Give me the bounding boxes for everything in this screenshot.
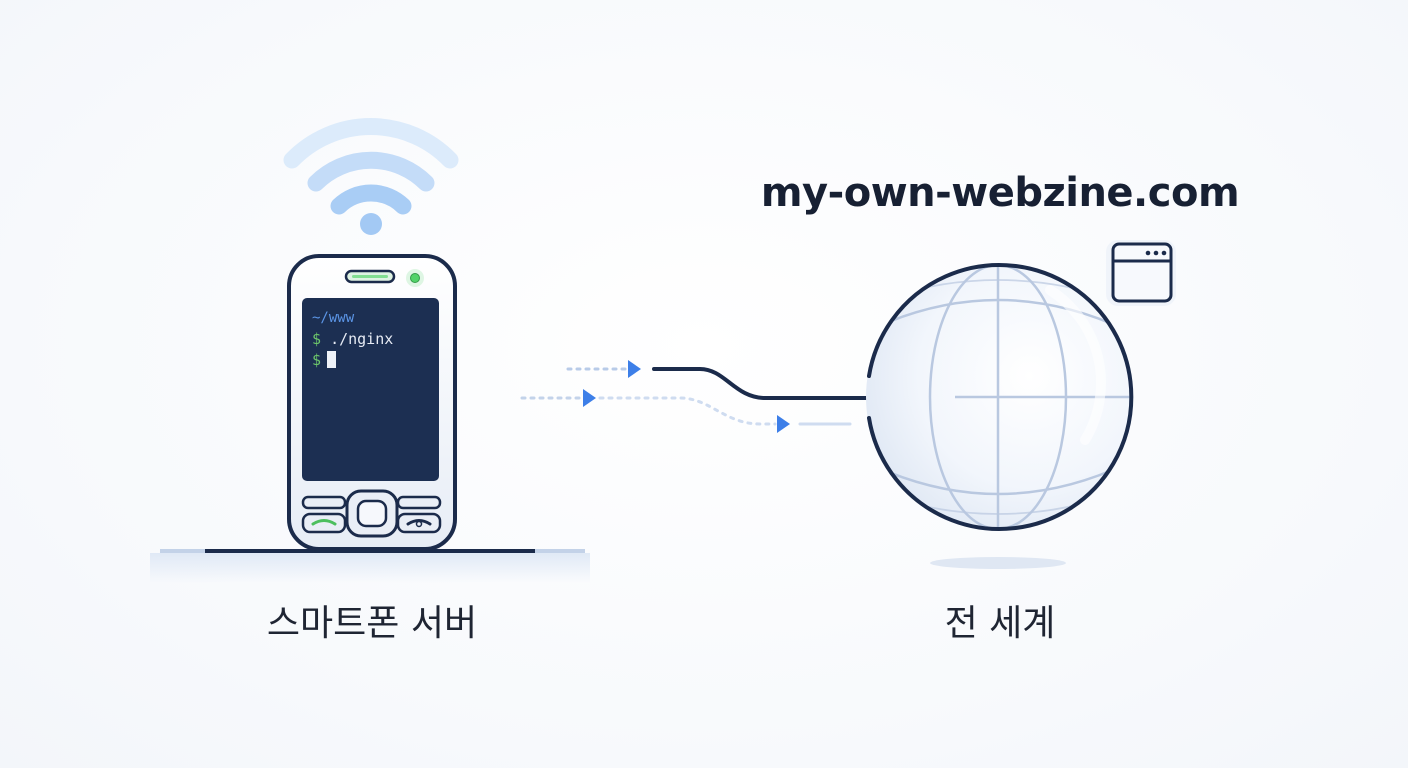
terminal-cursor	[327, 351, 337, 368]
globe-icon	[866, 263, 1134, 531]
arrow-right-icon	[583, 389, 596, 407]
label-whole-world: 전 세계	[944, 603, 1056, 644]
globe-shadow	[930, 557, 1066, 569]
terminal-command-line: $ ./nginx	[312, 329, 432, 350]
browser-window-icon	[1106, 240, 1176, 306]
connection-paths	[462, 360, 932, 433]
smartphone-icon	[287, 254, 457, 551]
domain-title: my-own-webzine.com	[760, 170, 1240, 216]
terminal-path: ~/www	[312, 310, 355, 326]
arrow-right-icon	[777, 415, 790, 433]
terminal-input-line: $	[312, 350, 432, 371]
terminal-command: ./nginx	[330, 330, 394, 348]
phone-terminal: ~/www $ ./nginx $	[312, 308, 432, 371]
terminal-prompt: $	[312, 330, 322, 348]
label-phone-server: 스마트폰 서버	[266, 603, 478, 644]
arrow-right-icon	[628, 360, 641, 378]
phone-shelf	[150, 549, 590, 583]
terminal-prompt: $	[312, 351, 322, 369]
wifi-icon	[283, 118, 459, 235]
